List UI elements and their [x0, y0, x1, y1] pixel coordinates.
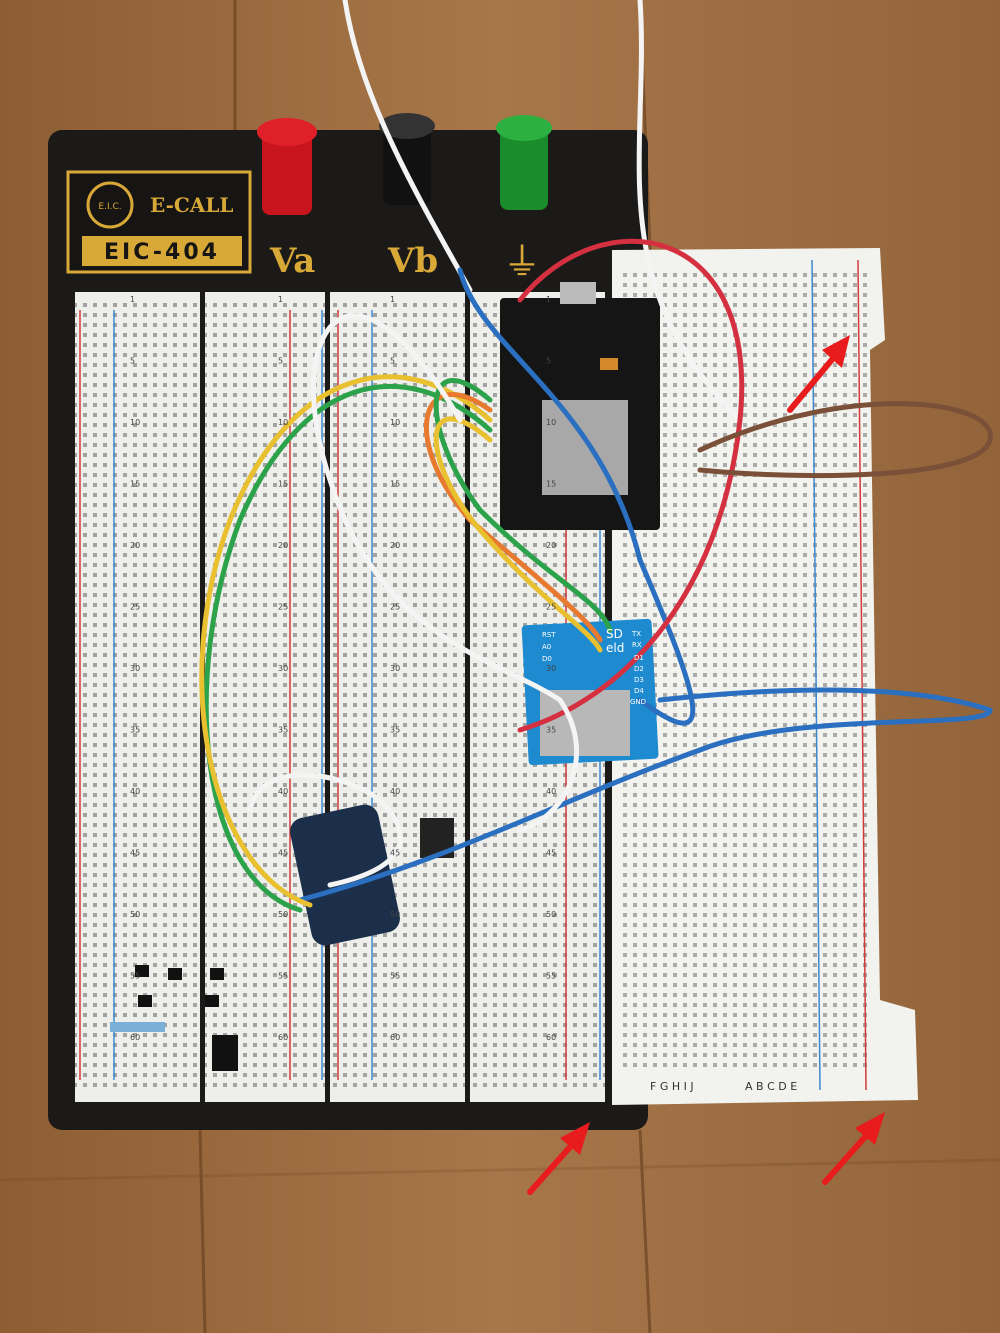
row-number: 55	[390, 972, 400, 981]
sd-shield-labels: SD eld RST A0 D0 TX RX D1 D2 D3 D4 GND	[542, 627, 646, 706]
row-number: 25	[278, 603, 288, 612]
model-label: EIC-404	[104, 240, 220, 265]
row-number: 5	[546, 357, 551, 366]
row-number: 15	[390, 480, 400, 489]
row-number: 20	[130, 541, 140, 550]
row-number: 45	[546, 849, 556, 858]
pin-label: D0	[542, 655, 552, 663]
row-number: 50	[390, 910, 400, 919]
brand-logo-text: E.I.C.	[98, 202, 121, 212]
pin-label: GND	[630, 698, 646, 706]
column-letters: A B C D E	[745, 1080, 797, 1093]
row-number: 35	[130, 726, 140, 735]
row-numbers: 1510152025303540455055601510152025303540…	[130, 295, 556, 1042]
pin-label: D4	[634, 687, 644, 695]
row-number: 30	[390, 664, 400, 673]
row-number: 40	[546, 787, 556, 796]
row-number: 50	[546, 910, 556, 919]
row-number: 10	[546, 418, 556, 427]
row-number: 35	[390, 726, 400, 735]
jumper-wires	[199, 0, 993, 913]
row-number: 40	[278, 787, 288, 796]
row-number: 60	[278, 1033, 288, 1042]
row-number: 10	[390, 418, 400, 427]
sd-label: SD	[606, 627, 623, 641]
row-number: 30	[130, 664, 140, 673]
row-number: 60	[390, 1033, 400, 1042]
row-number: 50	[130, 910, 140, 919]
terminal-ground	[496, 115, 552, 210]
row-number: 20	[546, 541, 556, 550]
row-number: 1	[546, 295, 551, 304]
pin-label: D2	[634, 665, 644, 673]
row-number: 45	[278, 849, 288, 858]
row-number: 1	[278, 295, 283, 304]
red-arrow-annotations	[527, 335, 885, 1195]
row-number: 55	[130, 972, 140, 981]
row-number: 20	[278, 541, 288, 550]
row-number: 10	[278, 418, 288, 427]
row-number: 25	[390, 603, 400, 612]
row-number: 45	[130, 849, 140, 858]
row-number: 55	[546, 972, 556, 981]
printed-labels: Va Vb ⏚ A B C D E F G H I J SD eld RST A…	[130, 240, 797, 1093]
terminal-vb-label: Vb	[387, 241, 438, 281]
row-number: 15	[130, 480, 140, 489]
row-number: 30	[278, 664, 288, 673]
sd-sub-label: eld	[606, 641, 624, 655]
breadboard-strips	[75, 248, 918, 1105]
brand-plate: E.I.C. E-CALL EIC-404	[66, 170, 252, 274]
row-number: 60	[130, 1033, 140, 1042]
row-number: 35	[546, 726, 556, 735]
terminal-va-label: Va	[269, 241, 315, 281]
pin-label: D1	[634, 654, 644, 662]
row-number: 10	[130, 418, 140, 427]
esp32-module	[500, 282, 660, 530]
terminal-va	[257, 118, 317, 215]
row-number: 35	[278, 726, 288, 735]
row-number: 1	[130, 295, 135, 304]
row-number: 1	[390, 295, 395, 304]
sensor-module	[290, 804, 454, 946]
row-number: 55	[278, 972, 288, 981]
row-number: 30	[546, 664, 556, 673]
row-number: 15	[546, 480, 556, 489]
pin-label: A0	[542, 643, 551, 651]
row-number: 20	[390, 541, 400, 550]
row-number: 5	[390, 357, 395, 366]
row-number: 5	[278, 357, 283, 366]
pin-label: RX	[632, 641, 642, 649]
ground-symbol: ⏚	[503, 240, 541, 284]
pin-label: TX	[631, 630, 641, 638]
row-number: 25	[130, 603, 140, 612]
row-number: 60	[546, 1033, 556, 1042]
pin-label: RST	[542, 631, 556, 639]
terminal-vb	[379, 113, 435, 205]
brand-name: E-CALL	[150, 193, 233, 217]
row-number: 50	[278, 910, 288, 919]
row-number: 5	[130, 357, 135, 366]
small-components	[110, 965, 238, 1071]
row-number: 15	[278, 480, 288, 489]
row-number: 25	[546, 603, 556, 612]
row-number: 45	[390, 849, 400, 858]
row-number: 40	[130, 787, 140, 796]
row-number: 40	[390, 787, 400, 796]
pin-label: D3	[634, 676, 644, 684]
column-letters: F G H I J	[650, 1080, 694, 1093]
